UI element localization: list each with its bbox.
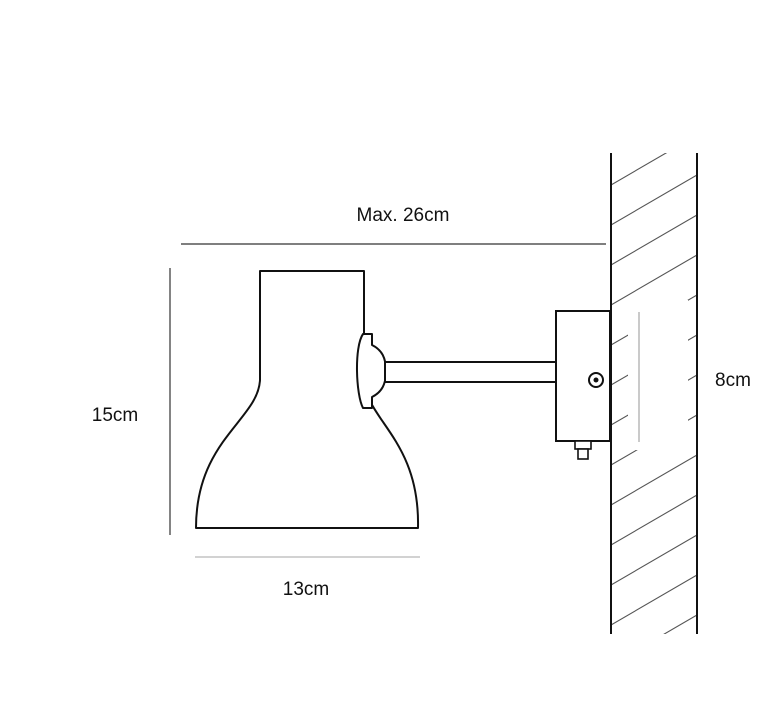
screw-icon	[588, 372, 604, 388]
wall-section	[610, 153, 698, 634]
shade-width-label: 13cm	[283, 579, 329, 600]
wall-dimension-gap	[628, 300, 688, 450]
knuckle-joint	[355, 333, 387, 409]
max-length-label: Max. 26cm	[357, 205, 450, 226]
backplate-height-label: 8cm	[715, 370, 751, 391]
lamp-shade	[195, 270, 420, 529]
lamp-arm	[384, 361, 558, 383]
shade-height-label: 15cm	[92, 405, 138, 426]
switch-connector	[574, 440, 592, 460]
